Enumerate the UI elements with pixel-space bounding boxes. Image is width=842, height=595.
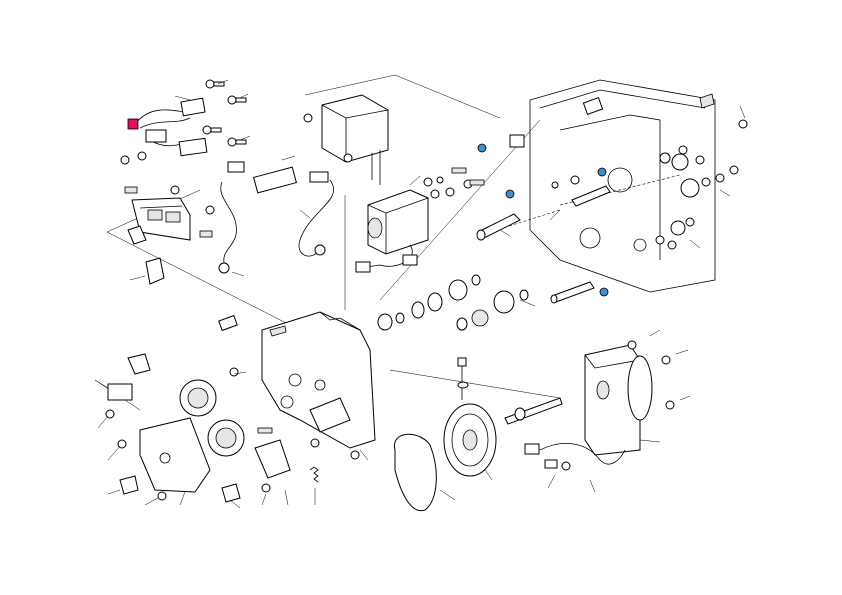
gear-assembly-left (105, 353, 245, 503)
washers-row-upper (423, 167, 485, 199)
blue-screws (477, 143, 609, 297)
stepper-motor (355, 189, 429, 273)
frame-side-parts (551, 145, 739, 250)
red-connector (127, 118, 139, 130)
cable-assembly-top (218, 161, 334, 274)
screw-group-top-left (120, 79, 247, 238)
drive-motor-lower-right (524, 340, 675, 471)
blue-screw-4 (599, 287, 609, 297)
shaft-parts (476, 185, 611, 304)
bushings-center-row (377, 274, 529, 331)
lower-center-small-parts (254, 427, 360, 493)
wire-harness-assembly (127, 97, 208, 157)
center-side-plate (218, 311, 376, 449)
sensor-box-top-center (303, 94, 389, 185)
drive-shaft (504, 397, 563, 425)
large-pulley (443, 357, 497, 477)
reference-lines (94, 74, 681, 411)
main-frame-plate (509, 79, 748, 293)
leader-lines (94, 79, 746, 509)
blue-screw-3 (597, 167, 607, 177)
blue-screw-1 (477, 143, 487, 153)
blue-screw-2 (505, 189, 515, 199)
sensor-bracket-left (127, 197, 191, 285)
timing-belt (394, 433, 437, 512)
